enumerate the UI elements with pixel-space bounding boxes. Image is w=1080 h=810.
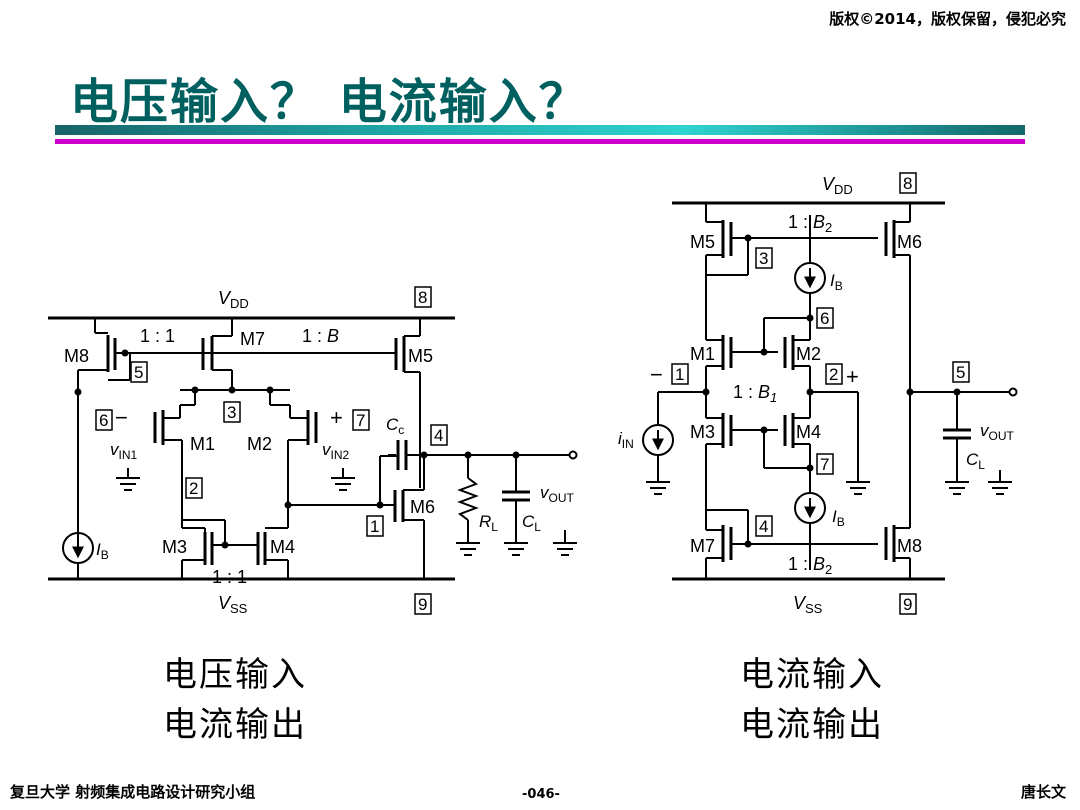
right-caption-line2: 电流输出 <box>740 705 884 745</box>
left-cc-label: Cc <box>386 415 404 437</box>
right-label-m7: M7 <box>690 536 715 556</box>
right-vout-label: vOUT <box>980 421 1015 443</box>
right-label-m8: M8 <box>897 536 922 556</box>
left-m3-m4-mirror <box>181 519 289 579</box>
footer-author: 唐长文 <box>1020 783 1066 801</box>
left-label-m8: M8 <box>64 346 89 366</box>
left-ratio-m3-m4: 1 : 1 <box>212 567 247 587</box>
right-m3-m4-pair <box>705 413 814 530</box>
left-node-9: 9 <box>418 595 427 614</box>
right-node-9: 9 <box>903 595 912 614</box>
left-rl-label: RL <box>479 512 498 534</box>
left-m5-transistor <box>200 318 421 488</box>
right-m7-transistor <box>705 509 878 579</box>
left-node-1: 1 <box>370 517 379 536</box>
left-ib-label: IB <box>96 540 109 562</box>
right-node-8: 8 <box>903 174 912 193</box>
right-label-m2: M2 <box>796 344 821 364</box>
right-label-m6: M6 <box>897 232 922 252</box>
right-cl-label: CL <box>966 450 985 472</box>
left-vss-label: VSS <box>218 593 248 616</box>
right-label-m5: M5 <box>690 232 715 252</box>
page-number: -046- <box>522 787 560 802</box>
right-m6-transistor <box>809 203 911 528</box>
left-plus-sign: + <box>330 405 343 430</box>
right-ratio-top: 1 : B2 <box>788 212 832 235</box>
left-node-8: 8 <box>418 288 427 307</box>
left-load <box>456 455 577 556</box>
right-node-2: 2 <box>829 365 838 384</box>
left-label-m4: M4 <box>270 537 295 557</box>
right-output-load <box>906 387 1018 495</box>
left-node-5: 5 <box>134 363 143 382</box>
right-iin-source <box>642 392 674 495</box>
left-vdd-label: VDD <box>218 288 249 311</box>
right-node-3: 3 <box>759 249 768 268</box>
left-vin1-label: vIN1 <box>110 440 138 462</box>
right-ib-bottom-source <box>794 492 826 570</box>
right-m8-transistor <box>884 525 911 579</box>
left-caption-line2: 电流输出 <box>163 705 307 745</box>
left-label-m5: M5 <box>408 346 433 366</box>
left-circuit: VDD VSS 8 9 1 : 1 1 : B 1 : 1 M8 M7 M5 M… <box>48 286 578 616</box>
right-node-1: 1 <box>675 365 684 384</box>
right-ratio-bottom: 1 : B2 <box>788 554 832 577</box>
right-m1-m2-pair <box>658 317 870 495</box>
slide-title: 电压输入？ 电流输入？ <box>70 74 589 130</box>
left-ratio-m8-m7: 1 : 1 <box>140 326 175 346</box>
right-circuit: VDD VSS 8 9 1 : B2 1 : B1 1 : B2 M5 M6 M… <box>618 172 1018 616</box>
right-node-6: 6 <box>820 309 829 328</box>
left-m1-m2-pair <box>153 386 380 528</box>
right-node-5: 5 <box>956 363 965 382</box>
left-node-3: 3 <box>227 403 236 422</box>
copyright-notice: 版权©2014，版权保留，侵犯必究 <box>829 10 1066 28</box>
right-plus-sign: + <box>846 364 859 389</box>
right-vdd-label: VDD <box>822 174 853 197</box>
right-caption: 电流输入 电流输出 <box>740 650 884 750</box>
title-underline-bar <box>55 125 1025 135</box>
left-ib-current-source <box>62 532 94 579</box>
left-m7-transistor <box>201 318 236 394</box>
left-m8-transistor <box>74 318 200 548</box>
right-m5-transistor <box>705 203 878 340</box>
right-vss-label: VSS <box>793 593 823 616</box>
right-node-7: 7 <box>820 455 829 474</box>
right-node-4: 4 <box>759 517 768 536</box>
left-label-m7: M7 <box>240 329 265 349</box>
right-caption-line1: 电流输入 <box>740 655 884 695</box>
left-node-6: 6 <box>99 411 108 430</box>
left-vin2-label: vIN2 <box>322 440 350 462</box>
left-m6-transistor <box>376 440 578 579</box>
right-label-m4: M4 <box>796 422 821 442</box>
left-label-m2: M2 <box>247 434 272 454</box>
right-ratio-mid: 1 : B1 <box>733 382 777 405</box>
left-caption: 电压输入 电流输出 <box>163 650 307 750</box>
footer-organization: 复旦大学 射频集成电路设计研究小组 <box>10 783 256 801</box>
left-node-4: 4 <box>434 426 443 445</box>
left-minus-sign: − <box>115 405 128 430</box>
left-label-m1: M1 <box>190 434 215 454</box>
right-iin-label: iIN <box>618 429 634 451</box>
left-ratio-m7-m5: 1 : B <box>302 326 339 346</box>
right-ib-top-label: IB <box>830 271 843 293</box>
right-ib-bottom-label: IB <box>832 507 845 529</box>
left-caption-line1: 电压输入 <box>163 655 307 695</box>
left-label-m6: M6 <box>410 497 435 517</box>
left-vout-label: vOUT <box>540 483 575 505</box>
right-minus-sign: − <box>650 362 663 387</box>
left-cl-label: CL <box>522 512 541 534</box>
left-label-m3: M3 <box>162 537 187 557</box>
left-node-2: 2 <box>189 479 198 498</box>
title-accent-line <box>55 139 1025 144</box>
right-label-m1: M1 <box>690 344 715 364</box>
right-label-m3: M3 <box>690 422 715 442</box>
left-node-7: 7 <box>356 411 365 430</box>
